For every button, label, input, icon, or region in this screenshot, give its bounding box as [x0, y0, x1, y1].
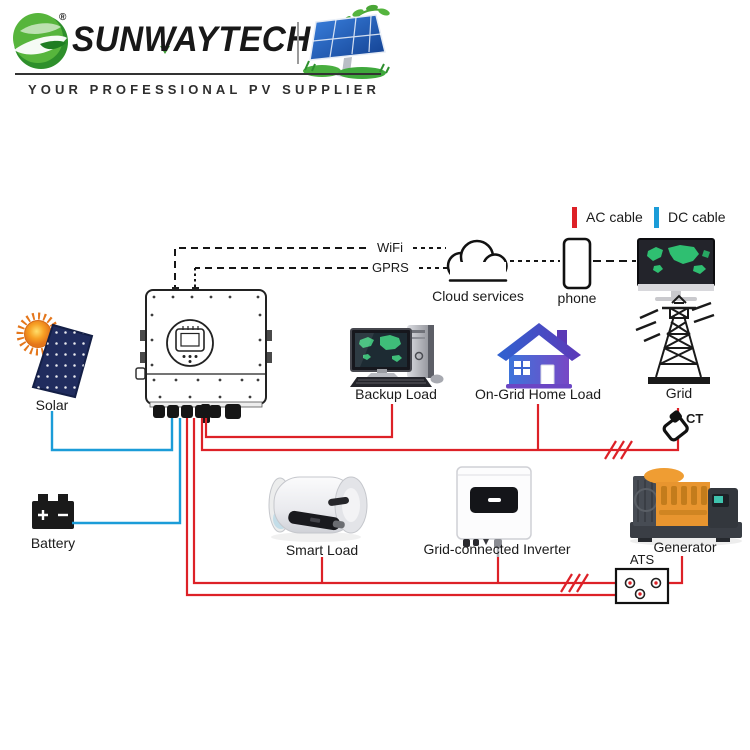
inverter-display — [166, 319, 214, 367]
registered-trademark: ® — [59, 12, 67, 23]
smart-load-label: Smart Load — [285, 542, 359, 558]
grid-connected-inverter-label: Grid-connected Inverter — [423, 541, 571, 557]
gprs-label: GPRS — [372, 260, 409, 275]
phone-label: phone — [557, 290, 597, 306]
battery-icon — [32, 494, 74, 529]
generator-icon — [630, 468, 742, 546]
logo-separator — [297, 22, 299, 64]
brand-tagline: YOUR PROFESSIONAL PV SUPPLIER — [28, 82, 380, 97]
backup-load-ac-wire — [204, 404, 394, 439]
ac-cable-legend-label: AC cable — [586, 209, 643, 225]
ct-label: CT — [686, 411, 704, 426]
cloud-services-label: Cloud services — [432, 288, 524, 304]
gprs-dashed-line — [194, 267, 451, 292]
ats-lower-ac-wire — [185, 418, 637, 597]
header-solar-clipart-icon — [303, 4, 390, 79]
ac-cable-legend-swatch — [572, 207, 577, 228]
ats-label: ATS — [629, 552, 655, 567]
solar-panel-icon — [31, 323, 94, 399]
grid-connected-inverter-icon — [456, 466, 532, 557]
brand-globe-icon — [13, 13, 68, 69]
backup-load-label: Backup Load — [355, 386, 437, 402]
backup-load-computer-icon — [350, 325, 444, 387]
wifi-dashed-line — [174, 247, 446, 292]
battery-label: Battery — [30, 535, 76, 551]
conductor-hash-marks — [560, 440, 633, 593]
dc-cable-legend-label: DC cable — [668, 209, 726, 225]
wifi-label: WiFi — [377, 240, 403, 255]
inverter-cable-glands — [153, 404, 241, 423]
solar-label: Solar — [35, 397, 69, 413]
brand-name: SUNWAYTECH — [72, 20, 311, 59]
smartload-bus-ac-wire — [192, 418, 627, 585]
house-icon — [497, 323, 581, 389]
battery-dc-wire — [72, 418, 182, 525]
grid-label: Grid — [665, 385, 693, 401]
dc-cable-legend-swatch — [654, 207, 659, 228]
grid-tower-icon — [635, 294, 715, 384]
hybrid-inverter-icon — [135, 287, 272, 423]
solar-dc-wire — [50, 411, 174, 452]
ongrid-home-load-label: On-Grid Home Load — [474, 386, 602, 402]
brand-arrow-icon — [160, 46, 170, 54]
cloud-icon — [446, 239, 508, 282]
monitor-icon — [637, 238, 715, 301]
ct-clamp-icon — [662, 410, 689, 442]
ats-terminals — [624, 577, 662, 600]
header-divider-line — [15, 73, 381, 75]
water-heater-icon — [268, 476, 368, 542]
generator-label: Generator — [653, 539, 717, 555]
grid-ac-wire — [200, 408, 680, 452]
phone-icon — [562, 237, 592, 290]
